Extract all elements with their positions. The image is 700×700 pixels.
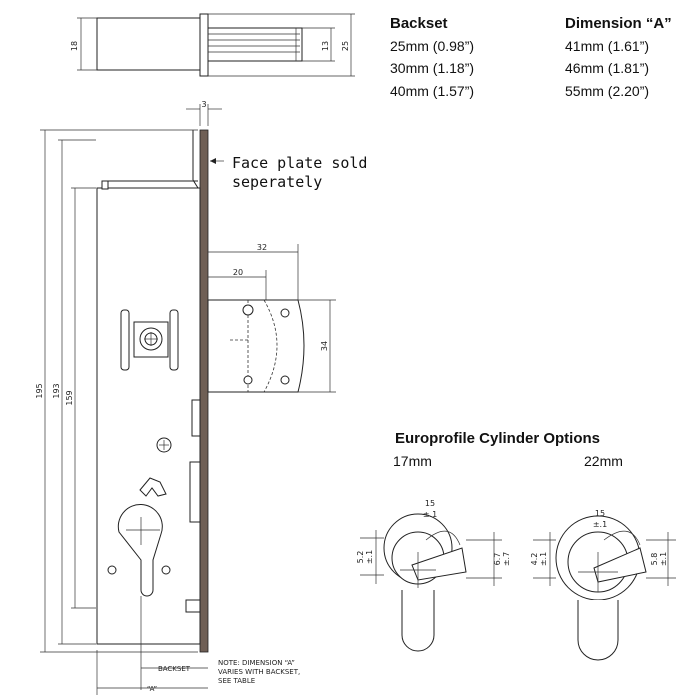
cyl17-angle: 15 bbox=[425, 499, 435, 508]
dim-bolt-inner: 20 bbox=[233, 268, 243, 277]
dim-top-bolt: 13 bbox=[321, 41, 330, 51]
faceplate-note: seperately bbox=[232, 173, 322, 191]
faceplate bbox=[199, 129, 209, 653]
table-cell: 40mm (1.57”) bbox=[390, 83, 474, 99]
cylinder-title: Europrofile Cylinder Options bbox=[395, 430, 600, 447]
latch-bolt bbox=[207, 299, 305, 393]
top-view-faceplate bbox=[199, 13, 209, 77]
top-view-bolt bbox=[207, 27, 303, 62]
dim-top-height: 18 bbox=[70, 41, 79, 51]
cyl17-right: 6.7 bbox=[493, 553, 502, 566]
bottom-note-line: VARIES WITH BACKSET, bbox=[218, 668, 300, 676]
cylinder-17: 15 ±.1 5.2 ±.1 6.7 ±.7 bbox=[356, 499, 511, 652]
table-header-backset: Backset bbox=[390, 15, 448, 32]
top-view: 18 13 25 bbox=[70, 13, 355, 77]
cyl17-left-tol: ±.1 bbox=[365, 550, 374, 564]
cyl17-right-tol: ±.7 bbox=[502, 552, 511, 566]
front-view: 3 bbox=[35, 100, 336, 695]
table-cell: 30mm (1.18”) bbox=[390, 60, 474, 76]
table-header-dimension-a: Dimension “A” bbox=[565, 15, 672, 32]
bottom-note-line: NOTE: DIMENSION “A” bbox=[218, 659, 295, 667]
cyl22-angle: 15 bbox=[595, 509, 605, 518]
dim-h193: 193 bbox=[52, 383, 61, 398]
cyl22-left-tol: ±.1 bbox=[539, 552, 548, 566]
faceplate-note: Face plate sold bbox=[232, 154, 367, 172]
dim-h195: 195 bbox=[35, 383, 44, 398]
dim-backset-label: BACKSET bbox=[158, 665, 191, 673]
table-cell: 46mm (1.81”) bbox=[565, 60, 649, 76]
table-cell: 25mm (0.98”) bbox=[390, 38, 474, 54]
dim-faceplate: 3 bbox=[201, 100, 206, 109]
cyl22-left: 4.2 bbox=[530, 553, 539, 566]
cylinder-17-label: 17mm bbox=[393, 453, 432, 469]
cylinder-22-label: 22mm bbox=[584, 453, 623, 469]
cyl17-angle-tol: ±.1 bbox=[423, 510, 437, 519]
cyl22-angle-tol: ±.1 bbox=[593, 520, 607, 529]
cyl17-left: 5.2 bbox=[356, 551, 365, 564]
top-view-body bbox=[96, 17, 201, 71]
cylinder-22: 15 ±.1 4.2 ±.1 5.8 ±.1 bbox=[530, 509, 676, 661]
cyl22-right: 5.8 bbox=[650, 553, 659, 566]
cyl22-right-tol: ±.1 bbox=[659, 552, 668, 566]
table-cell: 55mm (2.20”) bbox=[565, 83, 649, 99]
table-cell: 41mm (1.61”) bbox=[565, 38, 649, 54]
dim-a-label: “A” bbox=[147, 685, 157, 693]
bottom-note-line: SEE TABLE bbox=[218, 677, 255, 685]
dim-h159: 159 bbox=[65, 390, 74, 405]
dim-bolt-height: 34 bbox=[320, 341, 329, 351]
dim-bolt-throw: 32 bbox=[257, 243, 267, 252]
backset-table: Backset Dimension “A” 25mm (0.98”) 41mm … bbox=[390, 15, 672, 99]
dim-top-total: 25 bbox=[341, 41, 350, 51]
